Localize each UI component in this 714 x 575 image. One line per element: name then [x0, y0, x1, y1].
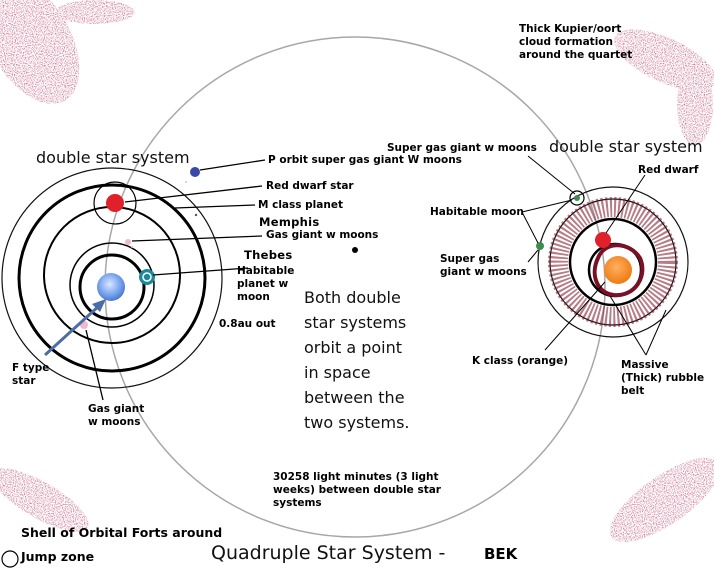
f-type-star	[97, 273, 125, 301]
pointer-gas-giant-lower	[85, 329, 104, 401]
label-rubble-belt: Massive (Thick) rubble belt	[621, 359, 705, 397]
speck	[185, 181, 187, 183]
pointer-red-dwarf	[124, 185, 263, 203]
pointer-f-star-arrow	[43, 303, 102, 357]
diagram-title: Quadruple Star System -	[211, 542, 446, 564]
m-class-planet	[194, 213, 198, 217]
outer-ring-right	[537, 186, 689, 338]
red-dwarf-star	[106, 194, 124, 212]
pointer-k-class	[544, 281, 606, 351]
label-super-gas-top: Super gas giant w moons	[387, 142, 537, 154]
label-p-orbit: P orbit super gas giant W moons	[268, 154, 462, 166]
left-system-header: double star system	[36, 148, 190, 167]
label-f-star: F type star	[12, 362, 50, 387]
habitable-orbit-ring	[69, 242, 155, 328]
oort-cloud-fragments	[0, 0, 714, 543]
label-thebes: Thebes	[244, 248, 293, 262]
label-k-class: K class (orange)	[472, 355, 569, 367]
pointer-super-gas-top	[527, 155, 576, 195]
label-red-dwarf: Red dwarf star	[266, 180, 354, 192]
pointer-gas-giant-upper	[131, 235, 263, 242]
label-habitable-moon: Habitable moon	[430, 206, 524, 218]
center-note: Both double star systems orbit a point i…	[304, 288, 410, 432]
pointer-habitable-moon-a	[521, 199, 573, 213]
pointer-red-dwarf-right	[605, 174, 646, 234]
k-star-inner-belt	[592, 243, 645, 298]
pointer-m-class	[174, 204, 256, 209]
red-dwarf-orbit-ring	[17, 183, 207, 373]
system-code: BEK	[484, 545, 518, 563]
inner-orbit-ring	[78, 253, 146, 321]
arrow-head	[92, 299, 106, 312]
jump-zone-marker	[1, 550, 19, 568]
jump-zone-note: Jump zone	[21, 549, 95, 564]
label-red-dwarf-right: Red dwarf	[638, 164, 699, 176]
separation-note: 30258 light minutes (3 light weeks) betw…	[273, 471, 441, 509]
right-double-star-system	[521, 155, 689, 356]
label-gas-giant-lower: Gas giant w moons	[88, 403, 145, 428]
p-orbit-super-gas-giant	[190, 167, 200, 177]
pointer-rubble-a	[609, 295, 647, 356]
left-double-star-system	[1, 159, 266, 401]
label-memphis: Memphis	[259, 215, 320, 229]
speck	[131, 246, 133, 248]
k-class-star	[604, 256, 632, 284]
pointer-habitable-planet	[152, 267, 249, 276]
pointer-rubble-b	[645, 309, 667, 356]
super-gas-giant-left	[536, 242, 544, 250]
shell-note: Shell of Orbital Forts around	[21, 525, 223, 540]
right-system-header: double star system	[549, 137, 703, 156]
outer-p-orbit-ring	[1, 167, 223, 389]
inner-ring-right	[568, 217, 658, 307]
red-dwarf-right	[595, 232, 611, 248]
super-gas-giant-top-ring	[569, 190, 585, 206]
habitable-planet-moon-ring	[142, 272, 152, 282]
label-gas-giant-upper: Gas giant w moons	[266, 229, 379, 241]
label-habitable-planet: Habitable planet w moon	[237, 265, 295, 303]
label-super-gas-left: Super gas giant w moons	[440, 253, 527, 278]
pointer-super-gas-left	[527, 249, 539, 263]
habitable-planet-thebes	[139, 269, 155, 285]
label-cloud-note: Thick Kupier/oort cloud formation around…	[519, 23, 633, 61]
super-gas-giant-top	[574, 195, 580, 201]
red-dwarf-small-ring	[93, 181, 137, 225]
gas-giant-upper	[125, 239, 131, 245]
barycenter-point	[352, 247, 358, 253]
label-distance: 0.8au out	[219, 318, 276, 330]
pointer-habitable-moon-b	[521, 211, 539, 244]
rubble-belt	[548, 197, 678, 327]
label-m-class: M class planet	[258, 199, 343, 211]
pointer-p-orbit	[199, 159, 266, 171]
